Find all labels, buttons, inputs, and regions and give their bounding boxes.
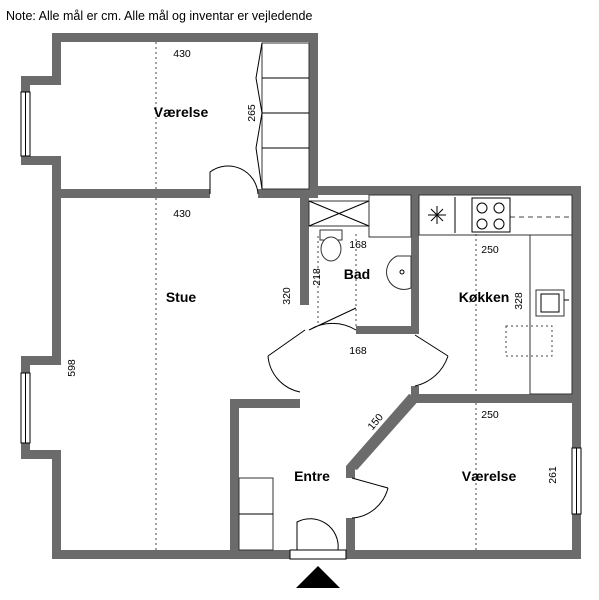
dim-koekken-height: 328 bbox=[513, 292, 525, 310]
bath-cabinet bbox=[368, 194, 412, 238]
front-door[interactable] bbox=[289, 518, 347, 560]
dim-vaerelse-bottom-height: 261 bbox=[547, 466, 559, 484]
entrance-arrow bbox=[296, 566, 340, 588]
interior-walls bbox=[52, 189, 581, 559]
shower bbox=[308, 200, 370, 227]
room-label-entre: Entre bbox=[294, 468, 330, 484]
door-vaerelse-top bbox=[209, 165, 259, 195]
washbasin bbox=[386, 255, 412, 290]
dim-bad-height: 218 bbox=[311, 268, 323, 286]
window-right bbox=[571, 447, 582, 515]
dimension-lines bbox=[155, 42, 477, 550]
dim-vaerelse-bottom-width: 250 bbox=[481, 409, 499, 421]
wardrobe-entre bbox=[238, 477, 274, 551]
kitchen-sink bbox=[535, 289, 569, 317]
room-label-koekken: Køkken bbox=[459, 289, 510, 305]
dim-hall-width: 168 bbox=[349, 345, 367, 357]
window-top-left bbox=[20, 91, 31, 157]
toilet bbox=[319, 229, 343, 262]
dim-vaerelse-top-width: 430 bbox=[173, 48, 191, 60]
dim-hall-height: 320 bbox=[281, 287, 293, 305]
room-label-vaerelse-top: Værelse bbox=[154, 104, 209, 120]
dim-stue-width: 430 bbox=[173, 208, 191, 220]
dim-vaerelse-top-height: 265 bbox=[246, 104, 258, 122]
door-kitchen bbox=[414, 334, 449, 387]
note-text: Note: Alle mål er cm. Alle mål og invent… bbox=[6, 9, 312, 23]
room-label-bad: Bad bbox=[344, 266, 370, 282]
stove-hob bbox=[471, 197, 511, 233]
door-entre-diag bbox=[351, 477, 389, 519]
dim-stue-height: 598 bbox=[66, 359, 78, 377]
room-label-stue: Stue bbox=[166, 289, 197, 305]
door-bath bbox=[308, 307, 357, 331]
fan-icon bbox=[428, 206, 446, 224]
window-lower-left bbox=[20, 372, 31, 444]
wardrobe-top bbox=[255, 42, 310, 190]
room-label-vaerelse-bottom: Værelse bbox=[462, 468, 517, 484]
dim-koekken-width: 250 bbox=[481, 244, 499, 256]
kitchen-table bbox=[505, 325, 553, 357]
dim-bad-width: 168 bbox=[349, 239, 367, 251]
door-stue-hall bbox=[267, 329, 306, 393]
